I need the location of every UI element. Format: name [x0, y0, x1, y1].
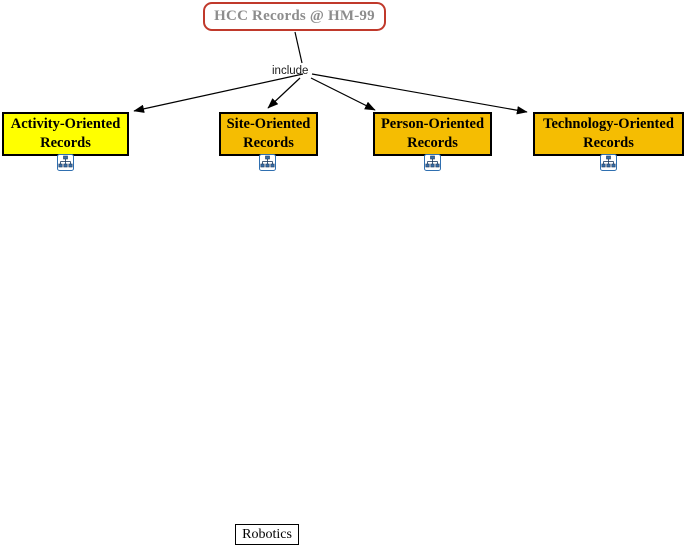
hierarchy-tree-icon[interactable] — [600, 154, 617, 171]
node-technology-oriented-records[interactable]: Technology-Oriented Records — [533, 112, 684, 156]
edge-to-site-oriented — [267, 77, 301, 109]
edge-root-stem — [294, 31, 303, 64]
node-activity-oriented-line1: Activity-Oriented — [10, 116, 121, 132]
node-activity-oriented-records[interactable]: Activity-Oriented Records — [2, 112, 129, 156]
node-site-oriented-line1: Site-Oriented — [226, 116, 311, 132]
node-activity-oriented-label: Activity-Oriented Records — [11, 115, 121, 153]
node-site-oriented-records[interactable]: Site-Oriented Records — [219, 112, 318, 156]
edge-to-activity-oriented — [133, 73, 304, 113]
node-site-oriented-line2: Records — [243, 135, 294, 151]
edge-to-technology-oriented — [311, 73, 528, 115]
node-robotics[interactable]: Robotics — [235, 524, 299, 545]
node-person-oriented-label: Person-Oriented Records — [381, 115, 484, 153]
node-activity-oriented-line2: Records — [40, 135, 91, 151]
node-robotics-label: Robotics — [242, 526, 292, 542]
node-root-label: HCC Records @ HM-99 — [214, 8, 375, 24]
hierarchy-tree-icon[interactable] — [57, 154, 74, 171]
edge-to-person-oriented — [310, 77, 376, 111]
hierarchy-tree-icon[interactable] — [424, 154, 441, 171]
node-person-oriented-line2: Records — [407, 135, 458, 151]
hierarchy-tree-icon[interactable] — [259, 154, 276, 171]
edge-label-include: include — [272, 65, 309, 77]
node-root-hcc-records[interactable]: HCC Records @ HM-99 — [203, 2, 386, 31]
node-technology-oriented-line2: Records — [583, 135, 634, 151]
node-person-oriented-records[interactable]: Person-Oriented Records — [373, 112, 492, 156]
node-site-oriented-label: Site-Oriented Records — [227, 115, 311, 153]
node-technology-oriented-line1: Technology-Oriented — [543, 116, 674, 132]
node-person-oriented-line1: Person-Oriented — [380, 116, 485, 132]
node-technology-oriented-label: Technology-Oriented Records — [543, 115, 674, 153]
